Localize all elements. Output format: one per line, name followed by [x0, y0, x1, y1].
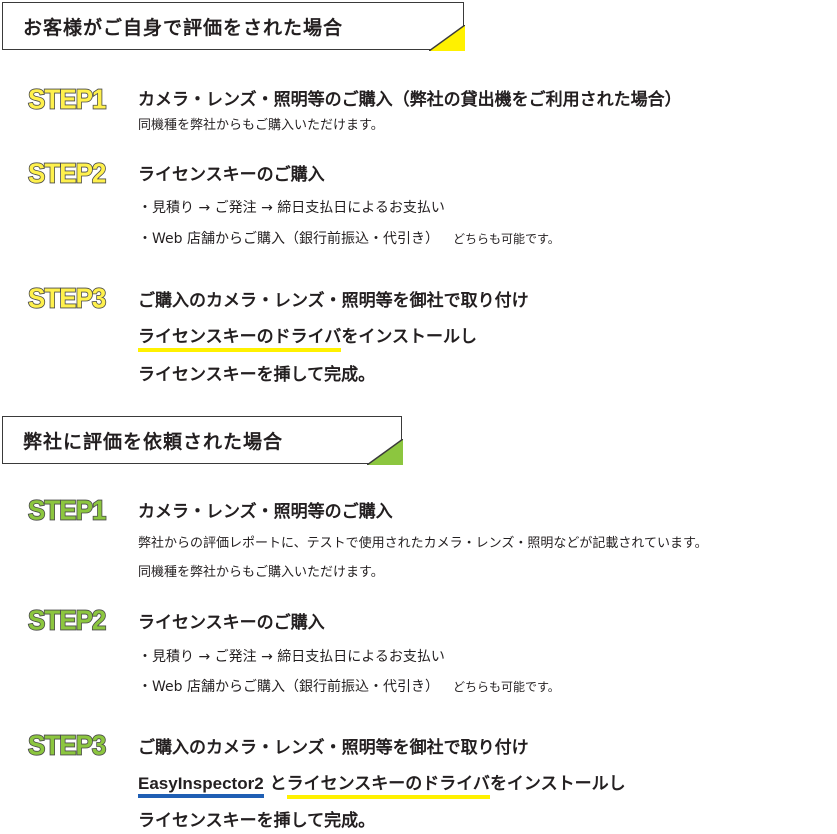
step3-line3: ライセンスキーを挿して完成。 — [138, 811, 376, 831]
step2-bullet-quote: ・見積り → ご発注 → 締日支払日によるお支払い — [138, 649, 445, 665]
section-header-self-evaluation: お客様がご自身で評価をされた場合 — [2, 2, 465, 51]
step2-bullet-quote: ・見積り → ご発注 → 締日支払日によるお支払い — [138, 200, 445, 216]
step3-line1: ご購入のカメラ・レンズ・照明等を御社で取り付け — [138, 738, 529, 758]
step2-title: ライセンスキーのご購入 — [138, 613, 325, 633]
bullet-text: ・Web 店舗からご購入（銀行前振込・代引き） — [138, 231, 439, 247]
corner-fold-icon — [428, 24, 465, 51]
section-title: 弊社に評価を依頼された場合 — [23, 430, 284, 453]
step1-sub: 同機種を弊社からもご購入いただけます。 — [138, 118, 384, 133]
bullet-note: どちらも可能です。 — [452, 232, 560, 246]
section-header-request-evaluation: 弊社に評価を依頼された場合 — [2, 416, 403, 465]
step1-badge: STEP1 — [27, 494, 107, 526]
driver-highlight: ライセンスキーのドライバ — [138, 327, 342, 352]
easyinspector-brand: EasyInspector2 — [138, 774, 264, 798]
line2-rest: をインストールし — [489, 774, 626, 794]
step1-badge: STEP1 — [27, 83, 107, 115]
bullet-note: どちらも可能です。 — [452, 680, 560, 694]
corner-fold-icon — [366, 438, 403, 465]
driver-highlight: ライセンスキーのドライバ — [286, 774, 490, 799]
step3-line3: ライセンスキーを挿して完成。 — [138, 365, 376, 385]
step3-badge: STEP3 — [27, 729, 107, 761]
step1-sub-report: 弊社からの評価レポートに、テストで使用されたカメラ・レンズ・照明などが記載されて… — [138, 536, 708, 551]
step3-line1: ご購入のカメラ・レンズ・照明等を御社で取り付け — [138, 291, 529, 311]
step1-sub-purchase: 同機種を弊社からもご購入いただけます。 — [138, 565, 384, 580]
step2-bullet-web: ・Web 店舗からご購入（銀行前振込・代引き） どちらも可能です。 — [138, 228, 560, 248]
step2-badge: STEP2 — [27, 157, 107, 189]
step3-line2: ライセンスキーのドライバをインストールし — [138, 322, 477, 352]
step2-bullet-web: ・Web 店舗からご購入（銀行前振込・代引き） どちらも可能です。 — [138, 676, 560, 696]
step1-title: カメラ・レンズ・照明等のご購入 — [138, 502, 393, 522]
section-title: お客様がご自身で評価をされた場合 — [23, 16, 344, 39]
step2-title: ライセンスキーのご購入 — [138, 165, 325, 185]
line2-and: と — [263, 774, 287, 794]
step3-badge: STEP3 — [27, 282, 107, 314]
line2-rest: をインストールし — [341, 327, 477, 347]
bullet-text: ・Web 店舗からご購入（銀行前振込・代引き） — [138, 679, 439, 695]
step1-title: カメラ・レンズ・照明等のご購入（弊社の貸出機をご利用された場合） — [138, 90, 682, 110]
step2-badge: STEP2 — [27, 604, 107, 636]
step3-line2: EasyInspector2 とライセンスキーのドライバをインストールし — [138, 769, 626, 799]
